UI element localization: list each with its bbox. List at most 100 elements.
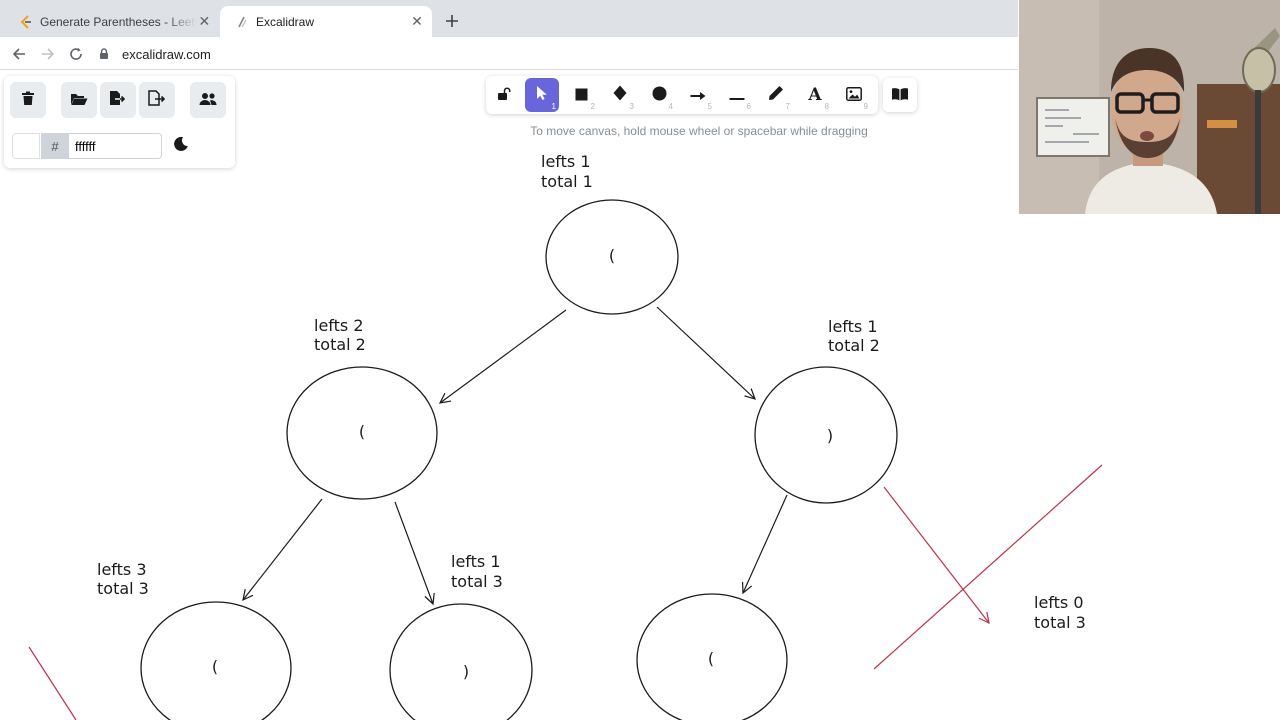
pencil-icon — [768, 85, 784, 105]
tab-title: Excalidraw — [256, 14, 315, 29]
excalidraw-icon — [234, 14, 250, 30]
node-left-lefts-label: lefts 2 — [314, 316, 364, 335]
edge-root-left[interactable] — [440, 309, 567, 403]
square-icon — [575, 86, 588, 105]
close-icon[interactable]: ✕ — [411, 13, 423, 29]
node-left-total-label: total 2 — [314, 335, 366, 354]
canvas-hint: To move canvas, hold mouse wheel or spac… — [530, 124, 868, 138]
moon-icon — [173, 136, 189, 156]
node-root-circle[interactable] — [545, 199, 679, 315]
tab-excalidraw[interactable]: Excalidraw ✕ — [220, 6, 432, 37]
edge-root-right[interactable] — [656, 306, 755, 399]
folder-open-icon — [70, 91, 88, 110]
canvas-background-swatch[interactable] — [12, 133, 40, 159]
shortcut-key: 9 — [863, 102, 868, 111]
leetcode-icon — [18, 14, 34, 30]
node-right-total-label: total 2 — [828, 336, 880, 355]
close-icon[interactable]: ✕ — [198, 13, 211, 29]
back-arrow-icon[interactable] — [8, 43, 30, 65]
node-root-symbol: ( — [609, 246, 615, 265]
tool-text[interactable]: A 8 — [798, 78, 832, 112]
forward-arrow-icon[interactable] — [37, 43, 59, 65]
book-open-icon — [891, 86, 909, 105]
shortcut-key: 6 — [746, 102, 751, 111]
shortcut-key: 7 — [785, 102, 790, 111]
tool-selection[interactable]: 1 — [525, 78, 559, 112]
node-left-left-total-label: total 3 — [97, 579, 149, 598]
address-bar[interactable]: excalidraw.com — [98, 41, 998, 67]
clear-canvas-button[interactable] — [10, 82, 46, 118]
node-left-left-circle[interactable] — [140, 601, 292, 720]
node-right-symbol: ) — [827, 426, 833, 445]
tab-leetcode[interactable]: Generate Parentheses - LeetCode ✕ — [8, 6, 218, 37]
shortcut-key: 8 — [824, 102, 829, 111]
edge-left-leftright[interactable] — [394, 501, 433, 604]
webcam-video-overlay — [1019, 0, 1280, 214]
image-icon — [846, 86, 862, 105]
webcam-presenter-image — [1019, 0, 1280, 214]
lock-icon — [98, 45, 110, 64]
shortcut-key: 4 — [668, 102, 673, 111]
node-root-total-label: total 1 — [541, 172, 593, 191]
shapes-toolbar: 1 2 3 4 5 — [486, 76, 878, 114]
node-left-circle[interactable] — [286, 366, 438, 500]
tab-title: Generate Parentheses - LeetCode — [40, 14, 197, 29]
live-collaboration-button[interactable] — [190, 82, 226, 118]
node-right-left-symbol: ( — [708, 649, 714, 668]
prune-strike-left[interactable] — [28, 646, 77, 720]
tool-diamond[interactable]: 3 — [603, 78, 637, 112]
edge-left-leftleft[interactable] — [243, 498, 323, 600]
tool-arrow[interactable]: 5 — [681, 78, 715, 112]
node-left-right-symbol: ) — [463, 662, 469, 681]
dark-mode-toggle[interactable] — [170, 135, 192, 157]
library-button[interactable] — [883, 78, 917, 112]
export-image-button[interactable] — [139, 82, 175, 118]
reload-icon[interactable] — [65, 43, 87, 65]
node-right-left-circle[interactable] — [636, 593, 788, 720]
shortcut-key: 2 — [590, 102, 595, 111]
circle-icon — [652, 86, 667, 105]
shortcut-key: 5 — [707, 102, 712, 111]
node-left-right-lefts-label: lefts 1 — [451, 552, 501, 571]
save-to-file-button[interactable] — [100, 82, 136, 118]
node-left-symbol: ( — [359, 422, 365, 441]
text-icon: A — [808, 85, 822, 105]
trash-icon — [21, 91, 35, 110]
prune-strike-right[interactable] — [873, 464, 1103, 670]
edge-right-rightleft[interactable] — [743, 494, 788, 593]
arrow-right-icon — [690, 86, 706, 105]
pointer-arrow-icon — [535, 85, 549, 105]
unlock-icon — [497, 86, 511, 105]
node-left-right-total-label: total 3 — [451, 572, 503, 591]
new-tab-plus-icon[interactable] — [442, 11, 462, 31]
pruned-total-label: total 3 — [1034, 613, 1086, 632]
shortcut-key: 3 — [629, 102, 634, 111]
file-export-icon — [109, 90, 127, 110]
tool-image[interactable]: 9 — [837, 78, 871, 112]
pruned-lefts-label: lefts 0 — [1034, 593, 1084, 612]
open-button[interactable] — [61, 82, 97, 118]
node-root-lefts-label: lefts 1 — [541, 152, 591, 171]
canvas-actions-panel: # — [4, 76, 235, 168]
browser-toolbar: excalidraw.com — [0, 37, 1018, 70]
node-right-lefts-label: lefts 1 — [828, 317, 878, 336]
edge-right-pruned[interactable] — [883, 486, 989, 623]
node-left-right-circle[interactable] — [389, 603, 533, 720]
users-icon — [199, 91, 217, 110]
browser-tab-strip: Generate Parentheses - LeetCode ✕ Excali… — [0, 0, 1018, 37]
file-image-export-icon — [148, 90, 166, 110]
node-left-left-symbol: ( — [212, 657, 218, 676]
tool-ellipse[interactable]: 4 — [642, 78, 676, 112]
hash-prefix: # — [41, 133, 69, 159]
background-color-input[interactable] — [69, 133, 162, 159]
lock-tool-button[interactable] — [487, 78, 521, 112]
url-text: excalidraw.com — [122, 46, 211, 62]
tool-draw[interactable]: 7 — [759, 78, 793, 112]
tool-rectangle[interactable]: 2 — [564, 78, 598, 112]
tool-line[interactable]: 6 — [720, 78, 754, 112]
diamond-icon — [613, 85, 627, 105]
node-right-circle[interactable] — [754, 366, 898, 504]
shortcut-key: 1 — [551, 102, 556, 111]
